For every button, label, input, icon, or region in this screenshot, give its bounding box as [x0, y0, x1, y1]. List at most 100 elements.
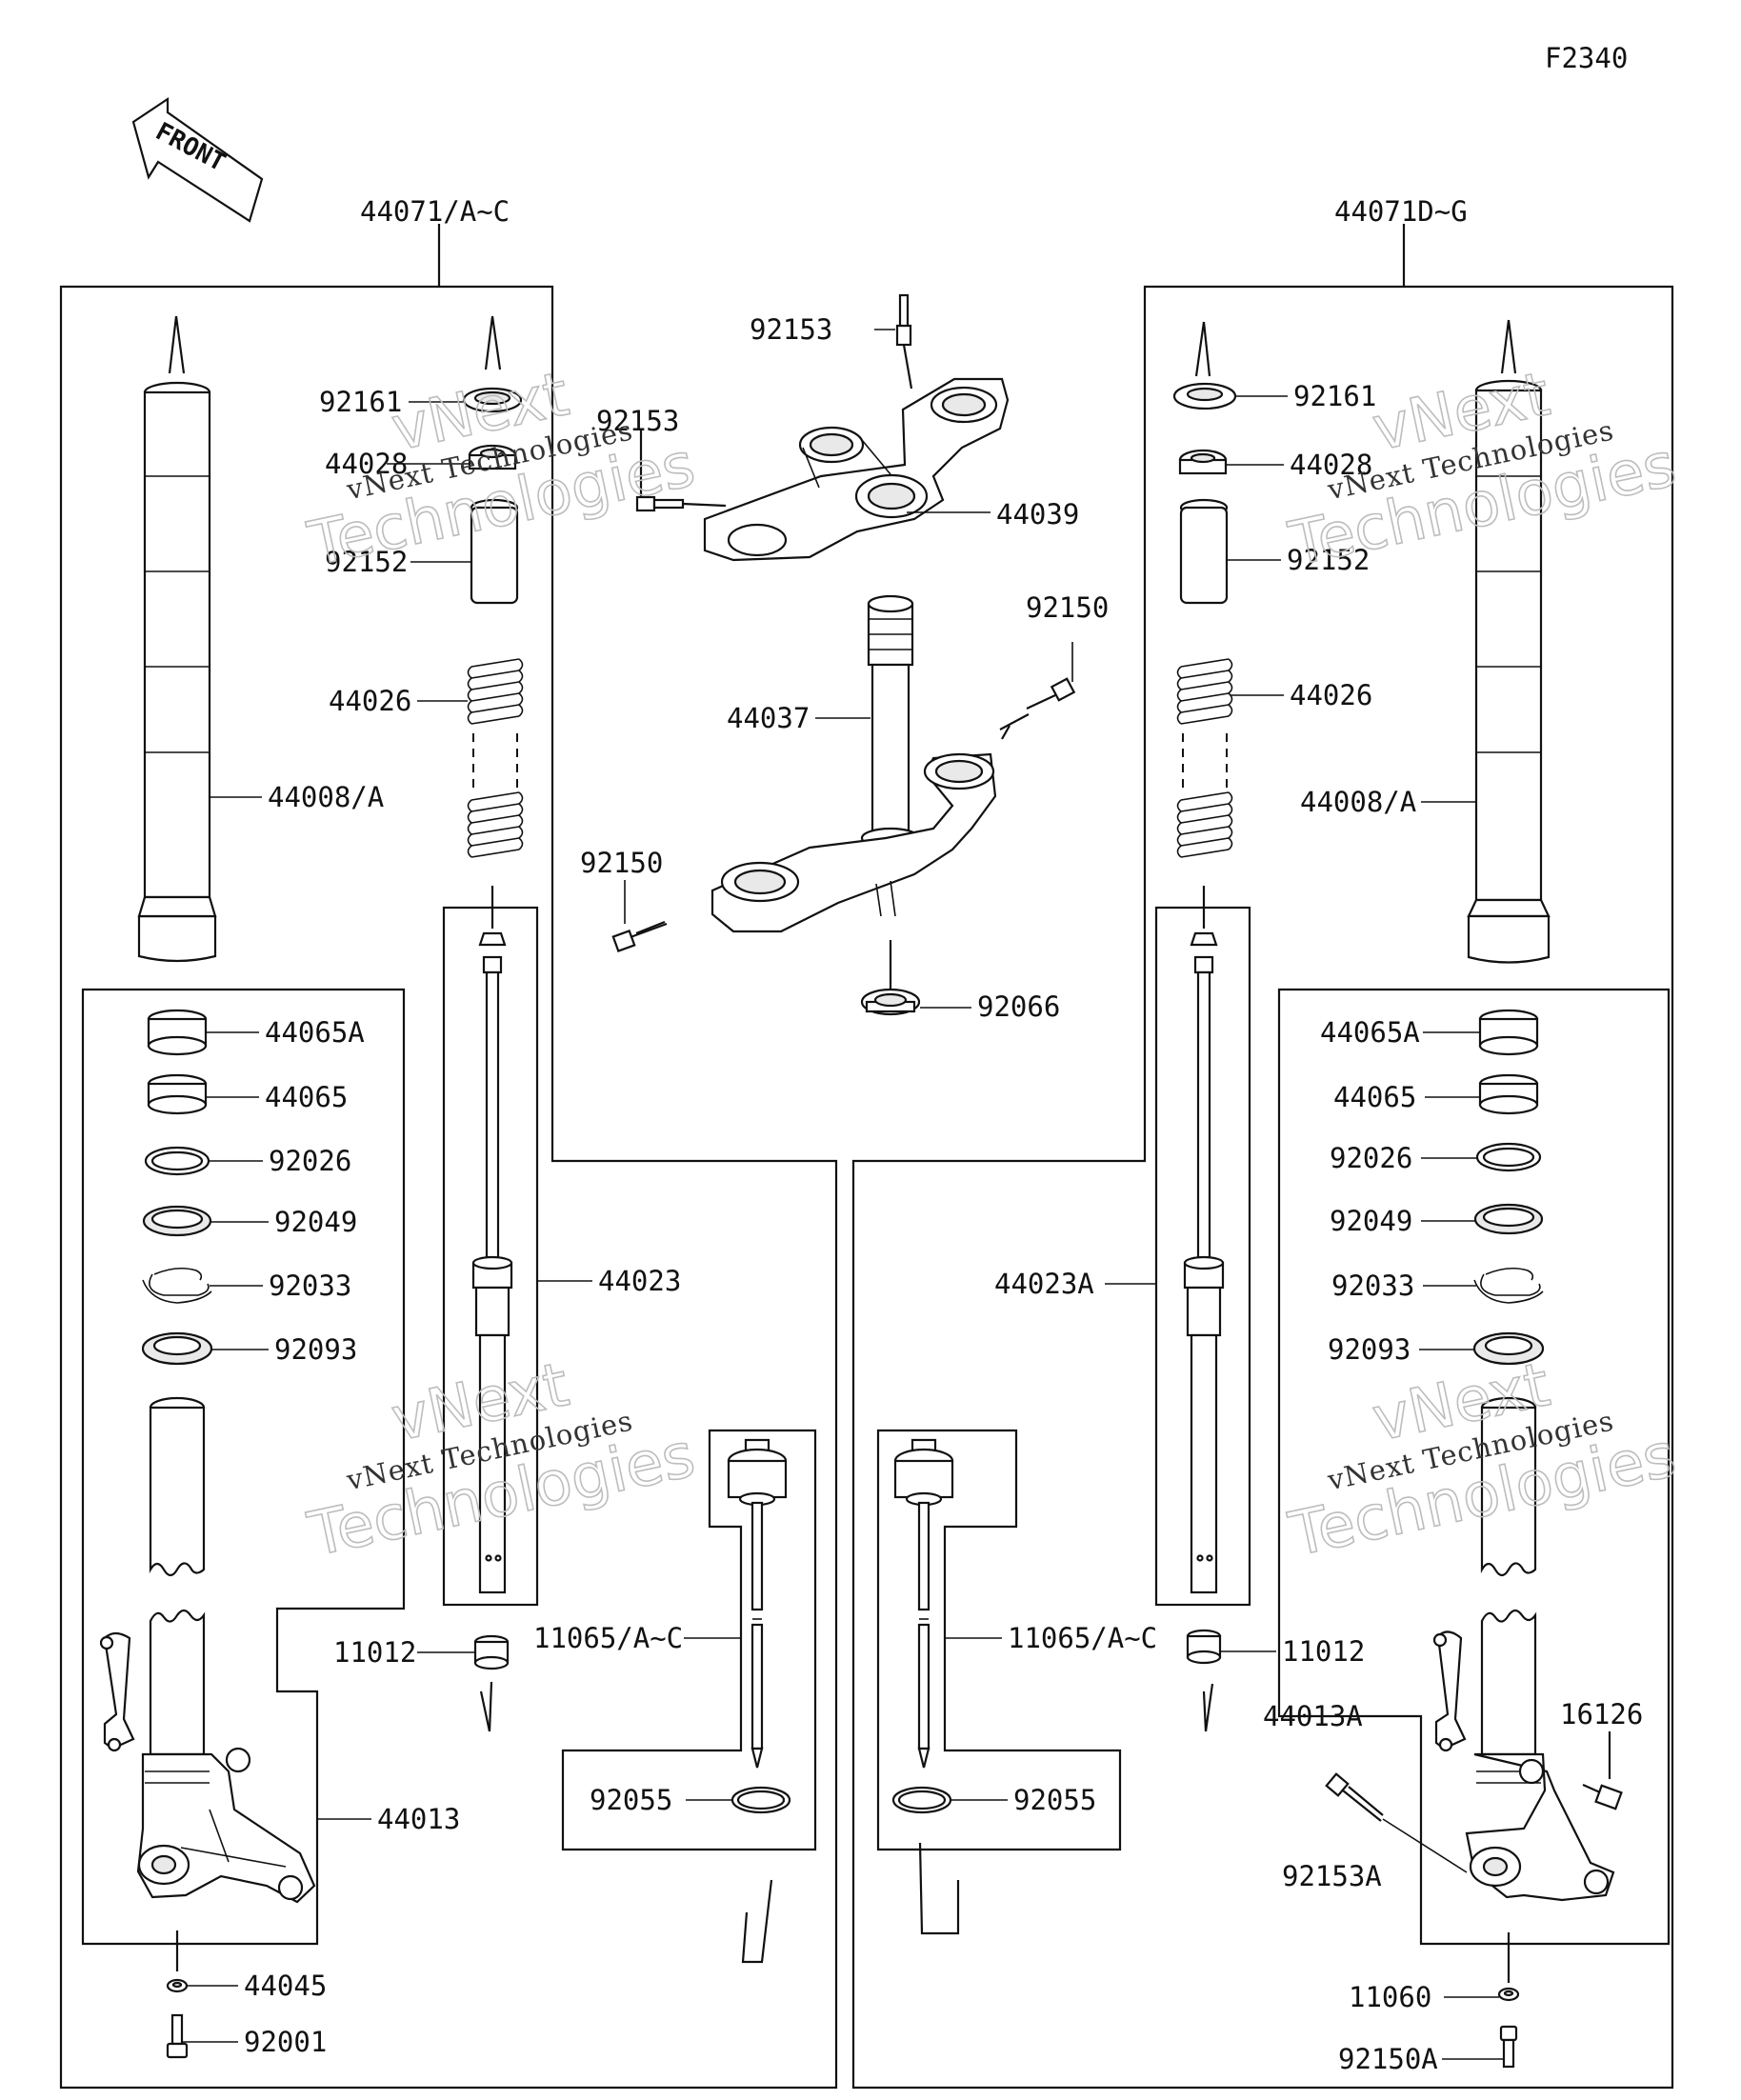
- left-cap: [468, 444, 517, 470]
- right-oil-seal: [1473, 1203, 1544, 1235]
- steering-stem: [860, 594, 921, 850]
- left-oil-seal: [142, 1205, 212, 1237]
- label-l-oring: 92055: [590, 1784, 672, 1816]
- left-dust-seal: [141, 1331, 213, 1366]
- right-damper-rod: [1183, 886, 1225, 1594]
- label-stem-seal: 92066: [977, 990, 1060, 1023]
- left-fork-bottom: [99, 1609, 316, 1904]
- label-r-stop-ring: 92033: [1331, 1270, 1414, 1302]
- label-l-spring: 44026: [329, 685, 411, 717]
- label-r-inner-bush: 11012: [1282, 1635, 1365, 1668]
- left-oring: [730, 1786, 791, 1964]
- right-oring: [891, 1786, 960, 1935]
- leader-lines: [182, 329, 1504, 2060]
- label-l-stop-ring: 92033: [269, 1270, 351, 1302]
- watermark-lower-right: vNext Technologies vNext Technologies: [1283, 1350, 1683, 1572]
- label-l-cartridge: 11065/A~C: [533, 1622, 683, 1654]
- right-dust-seal: [1472, 1331, 1545, 1366]
- right-bush-a: [1478, 1009, 1539, 1056]
- label-r-washer: 92026: [1330, 1142, 1412, 1174]
- label-r-oil-seal: 92049: [1330, 1205, 1412, 1237]
- label-l-bush-a: 44065A: [265, 1016, 365, 1049]
- label-r-cap: 44028: [1290, 449, 1372, 481]
- label-stem-bolt-right: 92150: [1026, 591, 1109, 624]
- label-l-collar: 92152: [325, 546, 408, 578]
- label-l-cap-ring: 92161: [319, 386, 402, 418]
- stem-bolt-left: [611, 920, 668, 953]
- left-bush: [147, 1073, 208, 1115]
- right-bush: [1478, 1073, 1539, 1115]
- label-l-bottom: 44013: [377, 1803, 460, 1835]
- label-l-washer: 92026: [269, 1145, 351, 1177]
- label-l-inner-bush: 11012: [333, 1636, 416, 1669]
- label-l-bush: 44065: [265, 1081, 348, 1113]
- stem-seal: [860, 940, 921, 1016]
- label-r-cap-ring: 92161: [1293, 380, 1376, 412]
- right-inner-tube: [1480, 1396, 1537, 1577]
- assembly-label-right: 44071D~G: [1334, 195, 1468, 228]
- front-arrow-icon: FRONT: [131, 96, 264, 223]
- assembly-label-left: 44071/A~C: [360, 195, 510, 228]
- lower-bracket: [710, 752, 997, 933]
- label-r-outer-tube: 44008/A: [1300, 786, 1416, 818]
- left-lower-subbox: [81, 988, 406, 1946]
- left-spring: [467, 658, 524, 858]
- left-collar: [470, 498, 519, 605]
- label-l-oil-seal: 92049: [274, 1206, 357, 1238]
- right-outer-tube: [1467, 319, 1551, 964]
- right-cap-ring: [1172, 321, 1237, 410]
- right-lower-subbox: [1277, 988, 1671, 1946]
- label-r-spring: 44026: [1290, 679, 1372, 711]
- left-bush-a: [147, 1009, 208, 1056]
- right-bolt-a: [1325, 1772, 1468, 1873]
- label-r-bush: 44065: [1333, 1081, 1416, 1113]
- label-stem-bolt-left: 92150: [580, 847, 663, 879]
- left-inner-bush: [473, 1634, 510, 1732]
- left-cartridge: [727, 1438, 788, 1769]
- left-damper-subbox: [442, 906, 539, 1607]
- label-r-gasket: 11060: [1349, 1981, 1431, 2013]
- left-outer-tube: [137, 315, 217, 963]
- right-sensor: [1582, 1731, 1623, 1810]
- left-inner-tube: [149, 1396, 206, 1577]
- left-socket-bolt: [166, 2013, 189, 2059]
- label-top-bolt-side: 92153: [596, 405, 679, 437]
- right-cap: [1178, 449, 1228, 475]
- right-cartridge: [893, 1438, 954, 1769]
- label-upper-bracket: 44039: [996, 498, 1079, 530]
- top-bolt-upper: [895, 293, 913, 390]
- right-stop-ring: [1473, 1267, 1544, 1304]
- label-steering-stem: 44037: [727, 702, 810, 734]
- upper-bracket: [703, 377, 1010, 562]
- front-label: FRONT: [150, 117, 230, 177]
- label-l-damper-rod: 44023: [598, 1265, 681, 1297]
- left-damper-rod: [471, 886, 513, 1594]
- label-r-sensor: 16126: [1560, 1698, 1643, 1730]
- label-r-bolt-a: 92153A: [1282, 1860, 1382, 1892]
- label-l-gasket: 44045: [244, 1970, 327, 2002]
- left-cap-ring: [462, 315, 523, 413]
- right-socket-bolt: [1499, 2025, 1518, 2069]
- label-r-damper-rod: 44023A: [994, 1268, 1094, 1300]
- label-r-oring: 92055: [1013, 1784, 1096, 1816]
- label-r-collar: 92152: [1287, 544, 1370, 576]
- figure-code: F2340: [1545, 42, 1628, 74]
- label-r-bush-a: 44065A: [1320, 1016, 1420, 1049]
- right-washer: [1475, 1142, 1542, 1172]
- left-washer: [144, 1146, 210, 1176]
- left-gasket: [166, 1930, 189, 1993]
- label-top-bolt-upper: 92153: [750, 313, 832, 346]
- right-spring: [1176, 658, 1233, 858]
- label-l-dust-seal: 92093: [274, 1333, 357, 1366]
- stem-bolt-right: [999, 677, 1076, 740]
- label-r-dust-seal: 92093: [1328, 1333, 1411, 1366]
- label-r-socket-bolt: 92150A: [1338, 2043, 1438, 2075]
- left-stop-ring: [142, 1267, 212, 1304]
- top-bolt-side: [635, 430, 727, 512]
- label-r-bottom: 44013A: [1263, 1700, 1363, 1732]
- left-cartridge-subbox: [561, 1429, 817, 1851]
- left-assembly-outline: [59, 224, 838, 2090]
- label-r-cartridge: 11065/A~C: [1008, 1622, 1157, 1654]
- right-gasket: [1497, 1932, 1520, 2002]
